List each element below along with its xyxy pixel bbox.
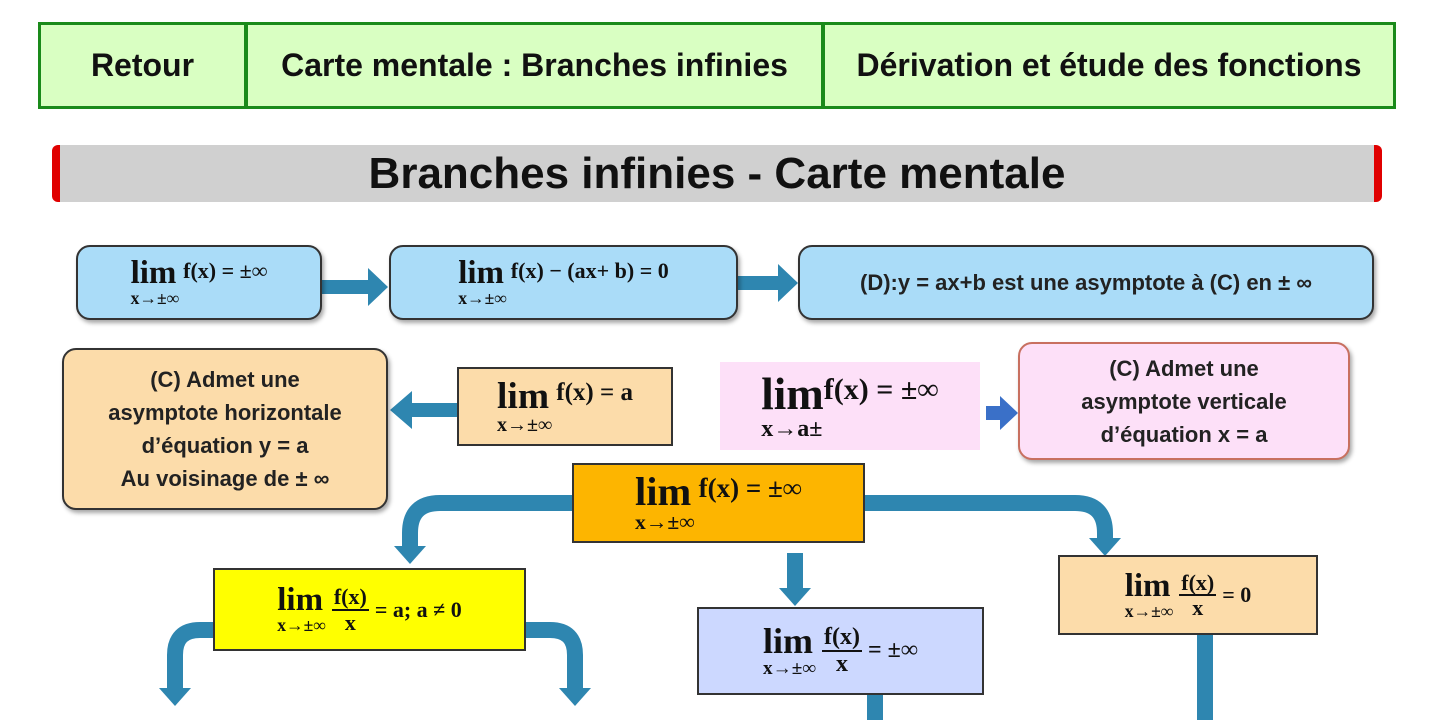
box-vertical-asymptote: (C) Admet une asymptote verticale d’équati…: [1018, 342, 1350, 460]
lim: lim: [130, 255, 177, 292]
numerator: f(x): [822, 624, 862, 652]
expr: = ±∞: [868, 637, 918, 664]
expr: f(x) − (ax+ b) = 0: [510, 258, 669, 284]
page-title: Branches infinies - Carte mentale: [52, 145, 1382, 202]
top-nav: Retour Carte mentale : Branches infinies…: [38, 22, 1396, 109]
numerator: f(x): [331, 584, 369, 611]
lim: lim: [761, 368, 824, 419]
lim: lim: [1124, 567, 1171, 604]
derivation-link[interactable]: Dérivation et étude des fonctions: [856, 47, 1362, 83]
text-line: asymptote horizontale: [108, 400, 342, 425]
denominator: x: [1192, 595, 1204, 620]
arrow-b2-b3: [738, 264, 798, 302]
mindmap-link[interactable]: Carte mentale : Branches infinies: [248, 25, 825, 106]
numerator: f(x): [1179, 569, 1217, 596]
arrow-b9-right: [526, 622, 583, 690]
arrow-b1-b2: [322, 268, 388, 306]
text-line: (C) Admet une: [1109, 355, 1259, 381]
back-link[interactable]: Retour: [41, 25, 248, 106]
denominator: x: [344, 609, 356, 635]
arrow-b9-left: [167, 622, 213, 690]
lim: lim: [634, 468, 692, 514]
text-line: d’équation x = a: [1100, 421, 1268, 447]
lim-sub: x→±∞: [277, 615, 326, 636]
box-horizontal-asymptote: (C) Admet une asymptote horizontale d’équa…: [62, 348, 388, 510]
arrow-b5-b4: [390, 391, 457, 429]
lim-sub: x→a±: [761, 415, 823, 442]
expr: = 0: [1222, 582, 1252, 607]
lim: lim: [497, 375, 550, 417]
arrow-b6-b7: [986, 396, 1018, 430]
arrow-b8-b9: [402, 495, 572, 548]
text-line: asymptote verticale: [1081, 388, 1287, 414]
expr: f(x) = a: [556, 379, 633, 406]
lim: lim: [277, 582, 324, 619]
lim-sub: x→±∞: [634, 510, 695, 535]
expr: f(x) = ±∞: [823, 373, 939, 406]
lim-sub: x→±∞: [130, 288, 180, 309]
lim-sub: x→±∞: [1124, 600, 1174, 621]
text-line: Au voisinage de ± ∞: [120, 466, 330, 491]
expr: f(x) = ±∞: [183, 258, 268, 284]
text-line: d’équation y = a: [141, 433, 309, 458]
lim-sub: x→±∞: [497, 414, 553, 437]
text-line: (C) Admet une: [150, 367, 300, 392]
denominator: x: [836, 650, 848, 677]
box-oblique-asymptote: (D):y = ax+b est une asymptote à (C) en …: [798, 245, 1374, 320]
expr: f(x) = ±∞: [698, 473, 803, 504]
lim: lim: [763, 621, 814, 662]
lim: lim: [458, 255, 505, 292]
lim-sub: x→±∞: [763, 658, 817, 680]
arrow-b8-b11: [865, 495, 1113, 540]
lim-sub: x→±∞: [458, 288, 507, 309]
expr: = a; a ≠ 0: [374, 596, 462, 622]
